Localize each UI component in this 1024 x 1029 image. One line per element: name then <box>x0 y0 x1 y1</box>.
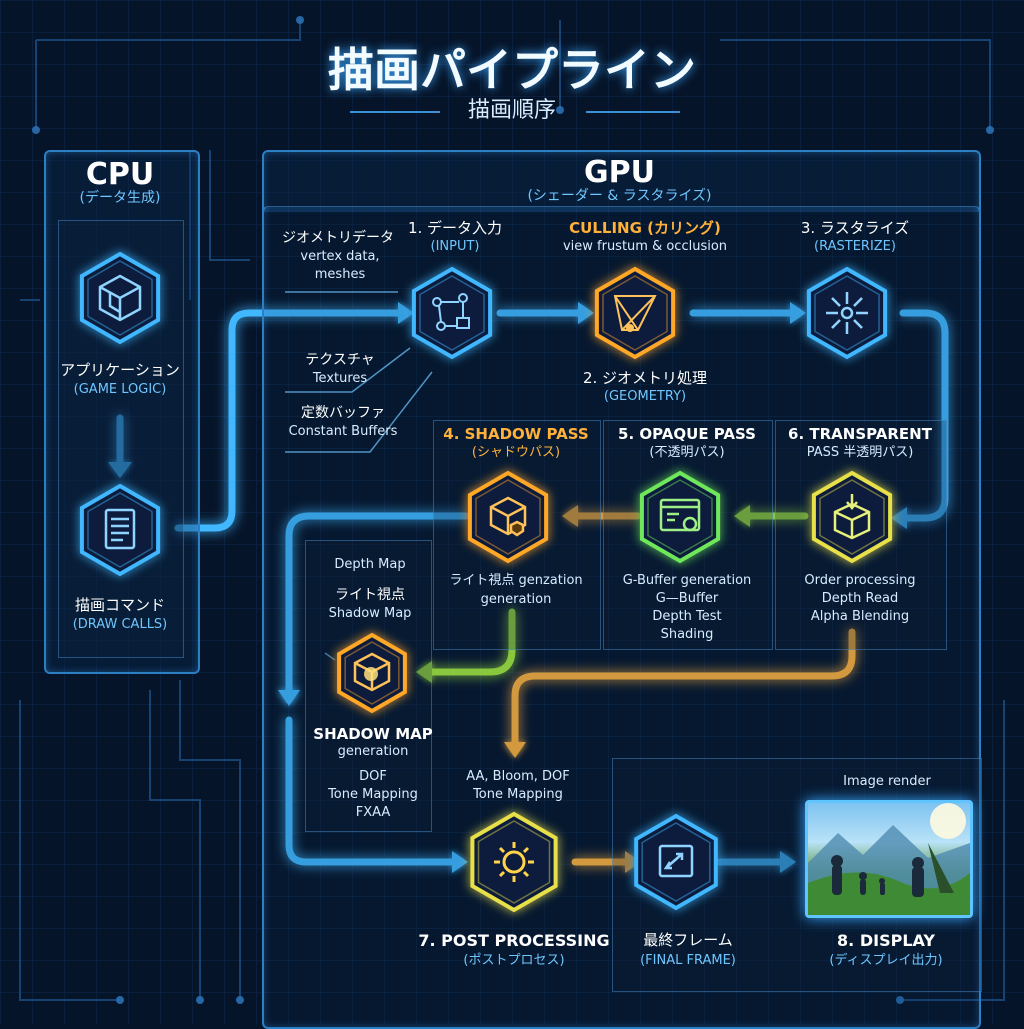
transparent-pass-sublabel: PASS 半透明パス) <box>806 445 914 460</box>
burst-icon <box>812 278 882 348</box>
orange-connectors <box>511 512 856 866</box>
draw-sublabel: (DRAW CALLS) <box>72 617 168 632</box>
node-graph-icon <box>417 278 487 348</box>
transparent-pass-label: 6. TRANSPARENT <box>788 425 932 443</box>
cpu-subtitle: (データ生成) <box>79 190 161 206</box>
frame-icon <box>640 826 712 898</box>
transparent-pass-node <box>811 470 893 564</box>
document-icon <box>80 490 160 570</box>
cube-glow-icon <box>337 638 407 708</box>
transparent-pass-node-inner <box>819 479 885 555</box>
screen-gear-icon <box>645 482 715 552</box>
draw-node <box>79 483 161 577</box>
box-arrows-icon <box>817 482 887 552</box>
input-label: 1. データ入力 <box>407 219 503 237</box>
geometry-label: 2. ジオメトリ処理 <box>582 369 708 387</box>
display-sublabel: (ディスプレイ出力) <box>829 953 943 968</box>
shadow-map-node-inner <box>344 641 400 705</box>
opaque-pass-desc1: G-Buffer generation <box>622 573 752 588</box>
shadow-map-desc1: DOF <box>359 769 387 784</box>
shadow-map-note1: Depth Map <box>334 557 406 572</box>
transparent-pass-desc2: Depth Read <box>821 591 899 606</box>
page-title: 描画パイプライン <box>328 43 696 97</box>
rasterize-node-inner <box>814 275 880 351</box>
shadow-map-sublabel: generation <box>337 744 409 759</box>
post-sublabel: (ポストプロセス) <box>463 953 565 968</box>
buffers-en: Constant Buffers <box>288 424 398 439</box>
shadow-map-note2: ライト視点 <box>335 587 405 603</box>
shield-box-icon <box>473 482 543 552</box>
transparent-pass-desc3: Alpha Blending <box>810 609 910 624</box>
rasterize-sublabel: (RASTERIZE) <box>814 239 896 254</box>
geometry-data-en2: meshes <box>314 267 366 282</box>
gear-icon <box>478 826 550 898</box>
cpu-panel <box>44 150 200 674</box>
page-subtitle: 描画順序 <box>467 98 556 123</box>
transparent-pass-desc1: Order processing <box>804 573 916 588</box>
textures-en: Textures <box>312 371 368 386</box>
shadow-map-desc2: Tone Mapping <box>328 787 418 802</box>
final-frame-label: 最終フレーム <box>643 931 733 949</box>
frustum-icon <box>600 278 670 348</box>
post-node-inner <box>477 820 551 904</box>
geometry-data-label: ジオメトリデータ <box>282 230 394 246</box>
shadow-pass-desc1: ライト視点 genzation <box>449 573 583 588</box>
post-node <box>470 811 558 913</box>
draw-label: 描画コマンド <box>74 596 165 614</box>
post-note1: AA, Bloom, DOF <box>466 769 570 784</box>
shadow-map-desc3: FXAA <box>355 805 391 820</box>
shadow-pass-sublabel: (シャドウパス) <box>471 445 561 460</box>
shadow-pass-node-inner <box>475 479 541 555</box>
input-sublabel: (INPUT) <box>430 239 480 254</box>
culling-node-inner <box>602 275 668 351</box>
input-node-inner <box>419 275 485 351</box>
app-node-inner <box>87 260 153 336</box>
green-connectors <box>428 512 809 676</box>
opaque-pass-desc4: Shading <box>660 627 714 642</box>
opaque-pass-desc2: G—Buffer <box>655 591 719 606</box>
post-note2: Tone Mapping <box>473 787 563 802</box>
draw-node-inner <box>87 492 153 568</box>
final-frame-sublabel: (FINAL FRAME) <box>640 953 736 968</box>
geometry-sublabel: (GEOMETRY) <box>603 389 687 404</box>
app-label: アプリケーション <box>60 361 180 379</box>
blue-connectors <box>116 309 949 866</box>
app-sublabel: (GAME LOGIC) <box>73 382 167 397</box>
culling-sublabel: view frustum & occlusion <box>562 239 728 254</box>
textures-label: テクスチャ <box>305 352 375 368</box>
culling-node <box>594 266 676 360</box>
buffers-label: 定数バッファ <box>301 405 385 421</box>
input-node <box>411 266 493 360</box>
cpu-title: CPU <box>85 157 155 192</box>
geometry-data-en1: vertex data, <box>300 249 380 264</box>
opaque-pass-sublabel: (不透明パス) <box>649 445 725 460</box>
opaque-pass-label: 5. OPAQUE PASS <box>618 425 756 443</box>
cube-icon <box>80 258 160 338</box>
culling-label: CULLING (カリング) <box>569 219 721 237</box>
final-frame-node-inner <box>641 822 711 902</box>
rasterize-node <box>806 266 888 360</box>
rasterize-label: 3. ラスタライズ <box>800 219 910 237</box>
shadow-pass-desc2: generation <box>480 592 552 607</box>
display-label: 8. DISPLAY <box>837 931 935 950</box>
display-image <box>805 800 973 918</box>
shadow-map-note3: Shadow Map <box>328 606 412 621</box>
opaque-pass-desc3: Depth Test <box>652 609 722 624</box>
post-label: 7. POST PROCESSING <box>418 931 610 950</box>
gpu-panel <box>262 150 981 212</box>
shadow-pass-label: 4. SHADOW PASS <box>443 425 589 443</box>
opaque-pass-node <box>639 470 721 564</box>
opaque-pass-node-inner <box>647 479 713 555</box>
display-note: Image render <box>843 774 931 789</box>
shadow-map-label: SHADOW MAP <box>313 725 433 743</box>
gpu-subtitle: (シェーダー & ラスタライズ) <box>527 188 712 204</box>
gpu-title: GPU <box>584 155 655 190</box>
final-frame-node <box>634 813 718 911</box>
